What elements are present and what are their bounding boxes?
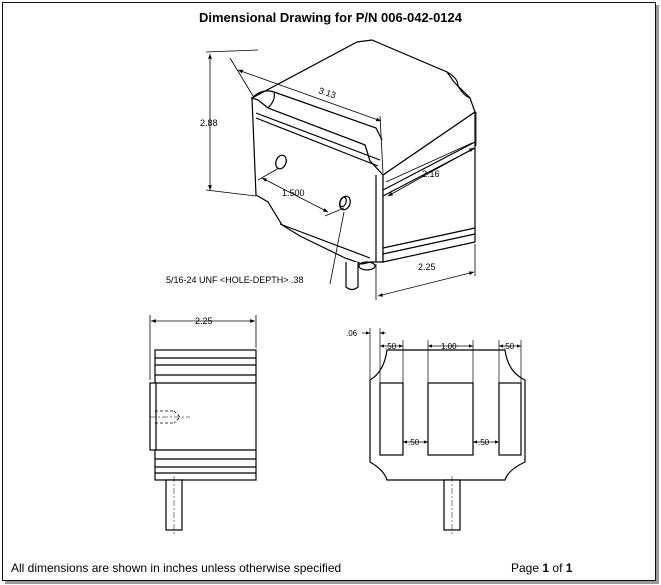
front-dim-center: 1.00: [441, 342, 457, 351]
iso-dimensions: [205, 49, 477, 300]
front-dim-left-inner: .50: [408, 438, 420, 447]
iso-dim-height: 2.88: [200, 118, 218, 128]
iso-dim-face-width: 2.25: [418, 262, 436, 272]
side-dim-width: 2.25: [195, 316, 213, 326]
page-current: 1: [542, 561, 550, 575]
page-total: 1: [565, 561, 573, 575]
front-dim-right-inner: .50: [478, 438, 490, 447]
front-dim-edge: .06: [346, 329, 358, 338]
side-body: [154, 349, 257, 481]
iso-shaft: [345, 262, 359, 291]
front-view: [369, 349, 526, 535]
front-slot-center: [427, 382, 474, 456]
page-indicator: Page 1 of 1: [511, 561, 572, 575]
side-view: [149, 349, 257, 535]
front-slot-right: [498, 382, 522, 456]
front-dimensions: [362, 328, 522, 444]
front-dim-left-top: .50: [385, 342, 397, 351]
iso-dim-hole-spacing: 1.500: [282, 188, 305, 198]
side-dimensions: [149, 315, 257, 380]
drawing-title: Dimensional Drawing for P/N 006-042-0124: [199, 10, 462, 25]
page-prefix: Page: [511, 561, 540, 575]
footer-note: All dimensions are shown in inches unles…: [11, 561, 342, 575]
page-of: of: [552, 561, 563, 575]
iso-dim-depth: 2.16: [422, 169, 440, 179]
front-slot-left: [379, 382, 404, 456]
front-dim-right-top: .50: [503, 342, 515, 351]
isometric-view: [250, 39, 476, 291]
iso-hole-callout: 5/16-24 UNF <HOLE-DEPTH> .38: [166, 275, 304, 285]
iso-top-notch-right: [446, 71, 471, 99]
